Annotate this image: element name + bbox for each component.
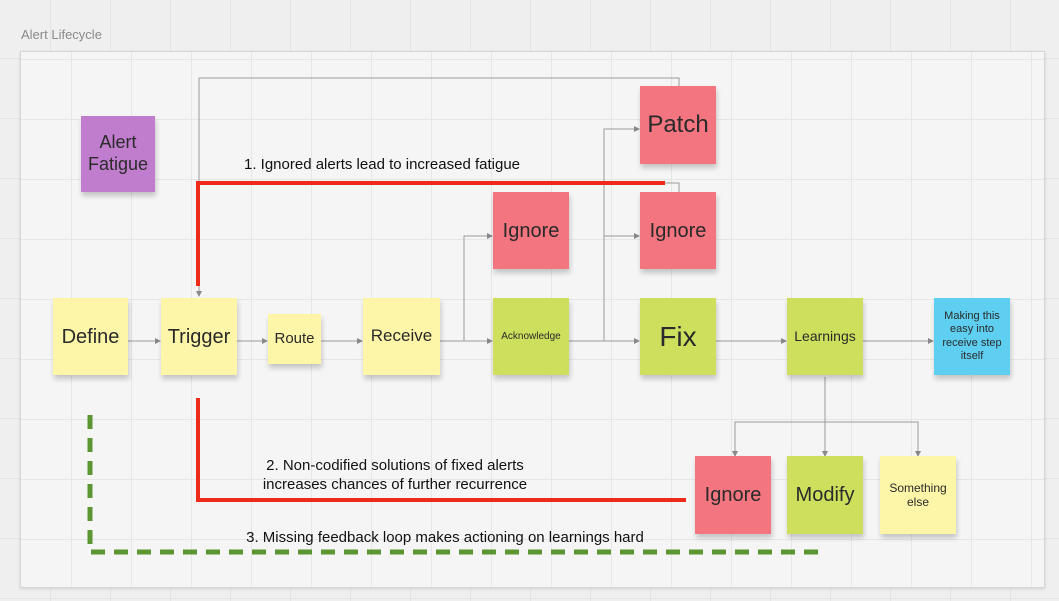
- note-ignore-right-label: Ignore: [649, 219, 707, 242]
- annotation-2[interactable]: 2. Non-codified solutions of fixed alert…: [215, 457, 575, 495]
- note-route-label: Route: [274, 330, 315, 347]
- note-acknowledge-label: Acknowledge: [501, 330, 561, 342]
- note-alert-fatigue[interactable]: Alert Fatigue: [81, 116, 155, 192]
- arrow-ack-patch: [603, 126, 640, 341]
- note-receive-label: Receive: [370, 326, 433, 346]
- red-path-ignored-fatigue: [196, 181, 665, 286]
- note-fix-label: Fix: [659, 320, 697, 352]
- annotation-2-line1: 2. Non-codified solutions of fixed alert…: [266, 457, 524, 474]
- note-ignore-right[interactable]: Ignore: [640, 192, 716, 269]
- note-acknowledge[interactable]: Acknowledge: [493, 298, 569, 375]
- green-dashed-feedback: [87, 415, 822, 555]
- note-define[interactable]: Define: [53, 298, 128, 375]
- note-receive[interactable]: Receive: [363, 298, 440, 375]
- note-modify[interactable]: Modify: [787, 456, 863, 534]
- note-define-label: Define: [61, 325, 120, 348]
- arrow-patch-trigger: [196, 77, 680, 297]
- annotation-2-line2: increases chances of further recurrence: [262, 475, 528, 493]
- note-ignore-top-label: Ignore: [502, 219, 560, 242]
- red-path-noncodified: [196, 398, 686, 502]
- arrow-learnings-something: [825, 421, 921, 457]
- note-learnings-label: Learnings: [794, 328, 856, 345]
- note-trigger-label: Trigger: [167, 325, 231, 348]
- note-ignore-top[interactable]: Ignore: [493, 192, 569, 269]
- arrow-receive-ignore: [463, 233, 493, 341]
- note-making-easy-label: Making this easy into receive step itsel…: [942, 310, 1002, 362]
- note-alert-fatigue-label: Alert Fatigue: [87, 132, 149, 174]
- note-learnings[interactable]: Learnings: [787, 298, 863, 375]
- note-fix[interactable]: Fix: [640, 298, 716, 375]
- arrow-learnings-split: [732, 377, 826, 457]
- note-modify-label: Modify: [795, 484, 855, 506]
- note-something-else-label: Something else: [889, 480, 947, 509]
- note-something-else[interactable]: Something else: [880, 456, 956, 534]
- note-trigger[interactable]: Trigger: [161, 298, 237, 375]
- note-route[interactable]: Route: [268, 314, 321, 364]
- note-ignore-bottom-label: Ignore: [704, 484, 762, 506]
- annotation-1[interactable]: 1. Ignored alerts lead to increased fati…: [243, 156, 520, 173]
- note-patch[interactable]: Patch: [640, 86, 716, 164]
- frame-title: Alert Lifecycle: [21, 27, 102, 42]
- note-ignore-bottom[interactable]: Ignore: [695, 456, 771, 534]
- annotation-3[interactable]: 3. Missing feedback loop makes actioning…: [246, 529, 644, 546]
- note-making-easy[interactable]: Making this easy into receive step itsel…: [934, 298, 1010, 375]
- note-patch-label: Patch: [647, 110, 709, 138]
